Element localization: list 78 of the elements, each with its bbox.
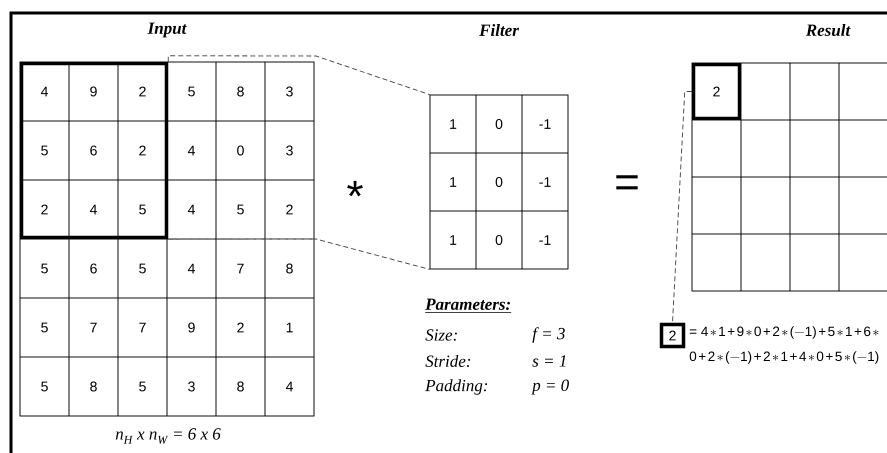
matrix-cell xyxy=(790,62,840,120)
parameter-name: Padding: xyxy=(425,379,488,395)
matrix-cell xyxy=(790,120,840,178)
matrix-cell xyxy=(838,234,887,292)
matrix-cell xyxy=(790,176,840,234)
matrix-cell: 6 xyxy=(68,120,118,180)
matrix-cell: 7 xyxy=(68,298,118,358)
highlight-window xyxy=(20,62,168,240)
matrix-cell: 0 xyxy=(476,210,522,270)
matrix-cell: 4 xyxy=(20,62,70,122)
matrix-cell: 6 xyxy=(68,238,118,298)
matrix-cell xyxy=(740,176,790,234)
matrix-cell: 5 xyxy=(118,238,168,298)
matrix-cell: 8 xyxy=(264,238,314,298)
matrix-cell xyxy=(790,234,840,292)
matrix-cell: 1 xyxy=(430,210,476,270)
matrix-cell: 0 xyxy=(476,94,522,154)
matrix-cell: 9 xyxy=(68,62,118,122)
matrix-title: Filter xyxy=(479,24,519,36)
matrix-cell: 2 xyxy=(216,298,266,358)
matrix-cell: -1 xyxy=(522,210,568,270)
matrix-cell: 0 xyxy=(216,120,266,180)
matrix-cell: 4 xyxy=(166,180,216,240)
parameter-value: f = 3 xyxy=(532,327,565,343)
dashed-line xyxy=(168,238,430,270)
matrix-cell: 7 xyxy=(118,298,168,358)
matrix-title: Input xyxy=(147,22,187,38)
matrix-cell: 4 xyxy=(166,120,216,180)
matrix-cell: 1 xyxy=(430,94,476,154)
matrix-cell: 2 xyxy=(118,62,168,122)
matrix-cell: 1 xyxy=(430,152,476,212)
matrix-cell: 8 xyxy=(216,356,266,416)
matrix-cell: 2 xyxy=(264,180,314,240)
matrix-cell: 5 xyxy=(216,180,266,240)
matrix-cell: 2 xyxy=(20,180,70,240)
matrix-cell: -1 xyxy=(522,94,568,154)
matrix-cell: 4 xyxy=(68,180,118,240)
matrix-cell: 8 xyxy=(216,62,266,122)
parameters-heading: Parameters: xyxy=(424,298,512,313)
matrix-cell: -1 xyxy=(522,152,568,212)
dimension-caption: n$_{H}$ x n$_{W}$ = 6 x 6 xyxy=(116,428,221,444)
matrix-cell: 4 xyxy=(166,238,216,298)
matrix-cell xyxy=(740,234,790,292)
matrix-cell: 5 xyxy=(118,180,168,240)
matrix-cell: 9 xyxy=(166,298,216,358)
highlighted-cell: 2 xyxy=(692,62,742,120)
matrix-cell: 3 xyxy=(264,120,314,180)
matrix-cell: 5 xyxy=(118,356,168,416)
matrix-cell: 5 xyxy=(20,298,70,358)
matrix-cell: 2 xyxy=(118,120,168,180)
matrix-cell: 1 xyxy=(264,298,314,358)
matrix-cell xyxy=(838,176,887,234)
matrix-cell xyxy=(838,120,887,178)
matrix-cell: 0 xyxy=(476,152,522,212)
result-callout-box: 2 xyxy=(660,322,686,348)
matrix-cell: 5 xyxy=(20,120,70,180)
matrix-cell: 3 xyxy=(166,356,216,416)
parameter-name: Stride: xyxy=(425,355,470,368)
parameter-value: p = 0 xyxy=(531,380,569,394)
matrix-cell: 8 xyxy=(68,356,118,416)
matrix-cell xyxy=(692,234,742,292)
matrix-title: Result xyxy=(806,24,851,36)
operator-symbol: = xyxy=(616,175,638,190)
matrix-cell: 4 xyxy=(264,356,314,416)
parameter-value: s = 1 xyxy=(532,355,566,367)
matrix-cell xyxy=(838,62,887,120)
matrix-cell xyxy=(692,176,742,234)
equation-text: $= 4*1 + 9*0 + 2*(-1) + 5*1 + 6*0 + 2*(-1) + 2*1 + 4*0 + 5*(-1)$ xyxy=(690,326,878,364)
dashed-line xyxy=(168,55,430,96)
parameter-name: Size: xyxy=(425,329,457,341)
matrix-cell: 3 xyxy=(264,62,314,122)
matrix-cell: 5 xyxy=(20,238,70,298)
dashed-line xyxy=(672,91,692,324)
matrix-cell xyxy=(740,120,790,178)
operator-symbol: * xyxy=(347,180,363,196)
matrix-cell: 7 xyxy=(216,238,266,298)
matrix-cell: 5 xyxy=(166,62,216,122)
matrix-cell: 5 xyxy=(20,356,70,416)
